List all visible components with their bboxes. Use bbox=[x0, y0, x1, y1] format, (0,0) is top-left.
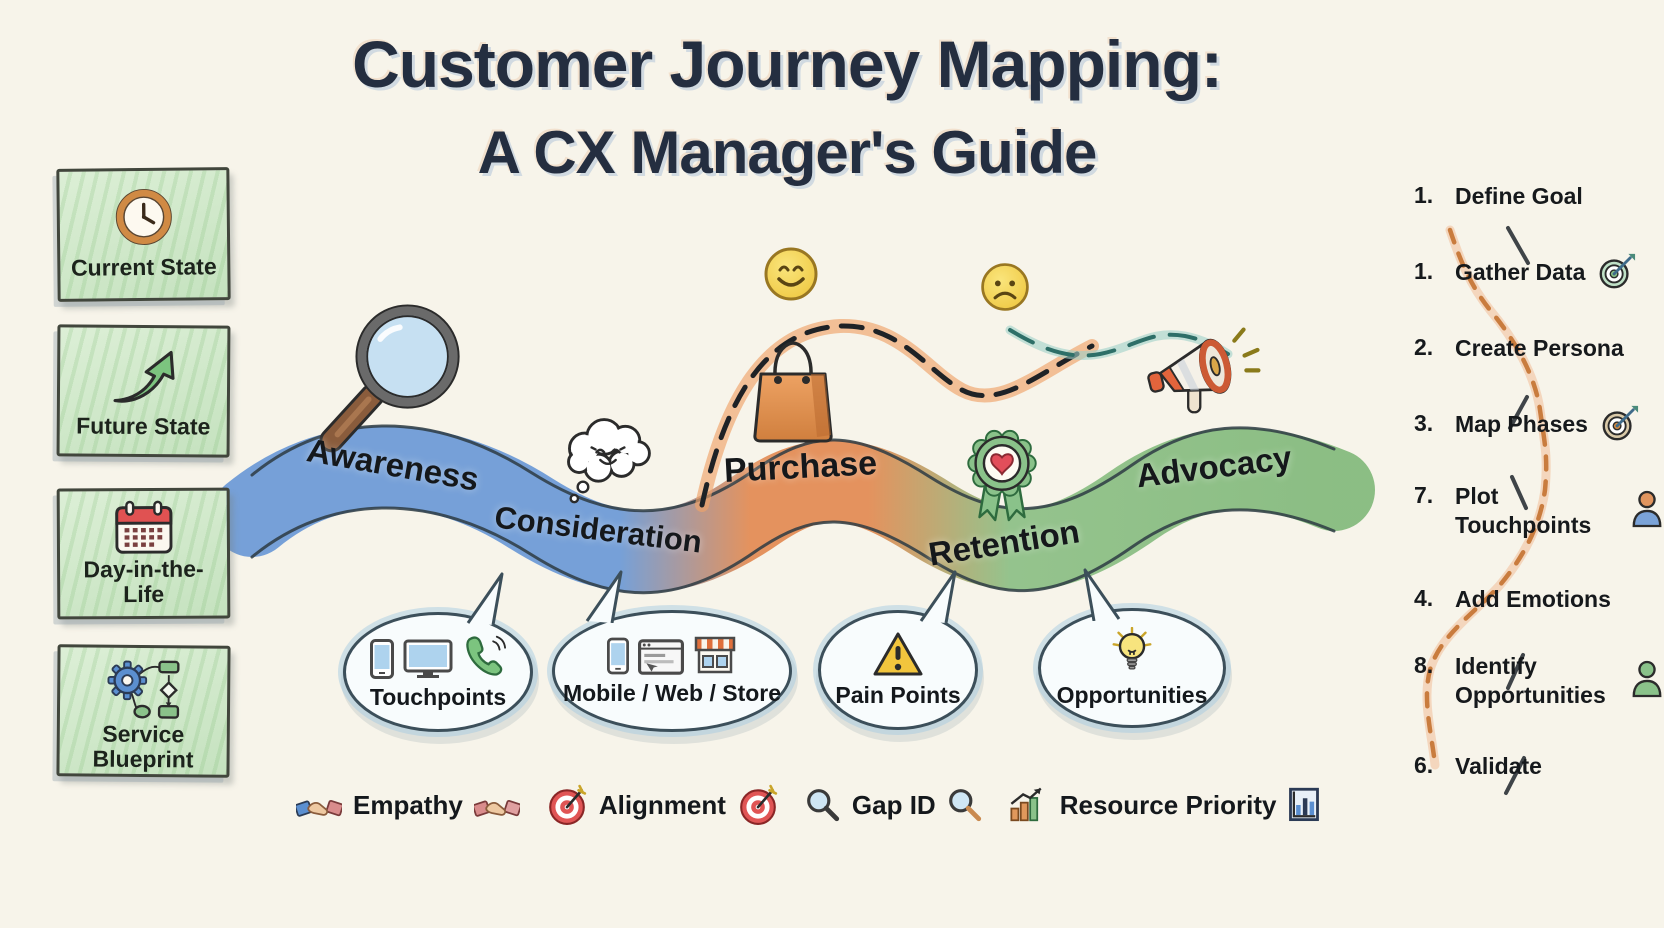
bubble-pointer bbox=[583, 569, 627, 623]
magnifier-icon bbox=[318, 298, 464, 454]
callout-label: Opportunities bbox=[1056, 682, 1208, 708]
step-label: Identify Opportunities bbox=[1455, 653, 1606, 708]
step-number: 4. bbox=[1414, 585, 1434, 611]
step-number: 3. bbox=[1414, 410, 1434, 436]
principle-empathy: Empathy bbox=[296, 789, 520, 821]
step-gather-data: 1. Gather Data bbox=[1414, 253, 1636, 292]
step-label: Map Phases bbox=[1455, 411, 1588, 437]
target-dart-icon bbox=[1596, 252, 1636, 292]
page-title-line2: A CX Manager's Guide bbox=[477, 119, 1098, 186]
step-add-emotions: 4. Add Emotions bbox=[1414, 585, 1611, 614]
step-label: Create Persona bbox=[1455, 335, 1624, 361]
principle-label: Alignment bbox=[598, 789, 726, 820]
handshake-icon bbox=[296, 789, 342, 821]
bar-chart-frame-icon bbox=[1287, 787, 1321, 823]
step-map-phases: 3. Map Phases bbox=[1414, 405, 1639, 444]
shopping-bag-icon bbox=[745, 334, 841, 446]
happy-face-icon bbox=[762, 245, 820, 303]
step-label: Define Goal bbox=[1455, 183, 1583, 209]
callout-mobile-web-store: Mobile / Web / Store bbox=[552, 570, 792, 732]
bubble-pointer bbox=[1079, 567, 1123, 621]
map-type-label: Day-in-the-Life bbox=[83, 555, 204, 607]
stage-label-purchase: Purchase bbox=[723, 444, 878, 490]
map-type-day-in-the-life: Day-in-the-Life bbox=[56, 487, 231, 620]
step-create-persona: 2. Create Persona bbox=[1414, 334, 1624, 363]
growth-arrow-icon bbox=[105, 343, 181, 408]
award-ribbon-icon bbox=[958, 422, 1046, 532]
map-type-future-state: Future State bbox=[56, 324, 231, 458]
person-icon bbox=[1630, 490, 1664, 528]
step-number: 1. bbox=[1414, 182, 1434, 208]
step-connectors bbox=[1422, 225, 1551, 795]
target-icon bbox=[737, 784, 779, 826]
callout-opportunities: Opportunities bbox=[1038, 568, 1226, 728]
step-number: 2. bbox=[1414, 334, 1434, 360]
storefront-icon bbox=[693, 635, 737, 675]
magnifier-icon bbox=[805, 787, 841, 823]
step-define-goal: 1. Define Goal bbox=[1414, 182, 1583, 211]
bubble-pointer bbox=[464, 571, 508, 625]
principle-label: Resource Priority bbox=[1059, 789, 1277, 820]
callout-label: Touchpoints bbox=[369, 684, 507, 710]
step-label: Validate bbox=[1455, 753, 1542, 779]
step-number: 8. bbox=[1414, 652, 1434, 678]
callout-pain-points: Pain Points bbox=[818, 570, 978, 730]
step-label: Add Emotions bbox=[1455, 586, 1611, 612]
map-type-current-state: Current State bbox=[56, 167, 231, 302]
smartphone-icon bbox=[607, 637, 629, 675]
page-title-line1: Customer Journey Mapping: bbox=[352, 27, 1223, 101]
target-dart-icon bbox=[1599, 404, 1639, 444]
warning-triangle-icon bbox=[872, 631, 924, 677]
principle-label: Gap ID bbox=[851, 789, 936, 820]
magnifier-icon bbox=[947, 787, 983, 823]
phone-handset-icon bbox=[462, 633, 506, 679]
principle-gap-id: Gap ID bbox=[805, 787, 983, 823]
emotion-curve bbox=[695, 318, 1099, 512]
principle-alignment: Alignment bbox=[546, 784, 779, 826]
step-label: Gather Data bbox=[1455, 259, 1586, 285]
browser-window-icon bbox=[638, 639, 684, 675]
target-icon bbox=[546, 784, 588, 826]
lightbulb-icon bbox=[1109, 627, 1155, 677]
calendar-icon bbox=[112, 500, 174, 556]
map-type-label: Service Blueprint bbox=[92, 720, 194, 773]
step-validate: 6. Validate bbox=[1414, 752, 1542, 781]
principles-row: Empathy Alignment bbox=[296, 780, 1321, 830]
step-number: 7. bbox=[1414, 482, 1434, 508]
thought-cloud-icon bbox=[552, 408, 664, 512]
handshake-icon bbox=[473, 789, 520, 821]
step-identify-opportunities: 8. Identify Opportunities bbox=[1414, 652, 1664, 710]
map-type-label: Future State bbox=[76, 412, 211, 440]
callout-label: Mobile / Web / Store bbox=[562, 680, 782, 706]
callout-touchpoints: Touchpoints bbox=[343, 572, 533, 732]
sad-face-icon bbox=[979, 261, 1031, 313]
person-icon bbox=[1630, 660, 1664, 698]
principle-resource-priority: Resource Priority bbox=[1009, 787, 1322, 823]
map-type-service-blueprint: Service Blueprint bbox=[56, 644, 231, 778]
clock-icon bbox=[114, 188, 173, 247]
bubble-pointer bbox=[917, 569, 961, 623]
monitor-icon bbox=[403, 639, 453, 679]
gear-flowchart-icon bbox=[101, 656, 186, 723]
map-type-label: Current State bbox=[70, 253, 217, 282]
step-plot-touchpoints: 7. Plot Touchpoints bbox=[1414, 482, 1664, 540]
smartphone-icon bbox=[370, 639, 394, 679]
step-number: 1. bbox=[1414, 258, 1434, 284]
callout-label: Pain Points bbox=[835, 682, 961, 708]
step-number: 6. bbox=[1414, 752, 1434, 778]
bar-chart-icon bbox=[1009, 787, 1049, 823]
principle-label: Empathy bbox=[353, 789, 463, 820]
step-label: Plot Touchpoints bbox=[1455, 483, 1592, 538]
megaphone-icon bbox=[1138, 324, 1262, 426]
